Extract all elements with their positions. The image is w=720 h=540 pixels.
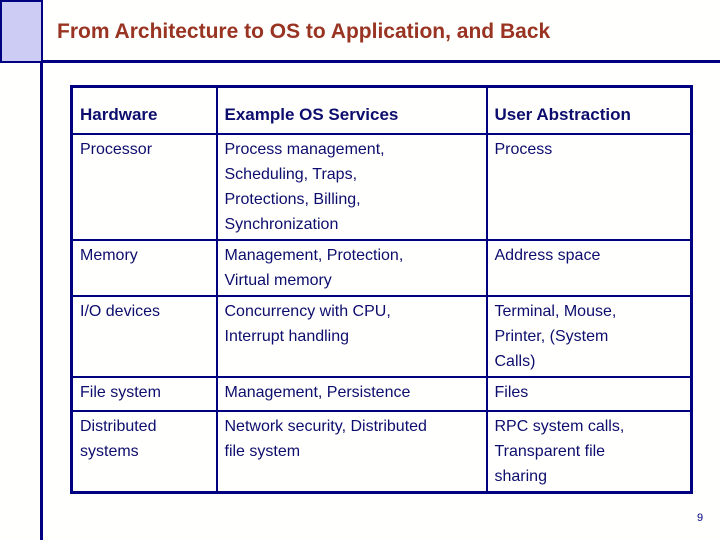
table-row: I/O devices Concurrency with CPU, Interr…: [70, 294, 693, 378]
table-row: Processor Process management, Scheduling…: [70, 132, 693, 241]
table-header-row: Hardware Example OS Services User Abstra…: [70, 85, 693, 135]
table-cell-hardware: Memory: [70, 238, 218, 297]
slide-title: From Architecture to OS to Application, …: [57, 20, 551, 43]
table-cell-os-services: Process management, Scheduling, Traps, P…: [215, 132, 488, 241]
table-cell-hardware: I/O devices: [70, 294, 218, 378]
table-row: Distributed systems Network security, Di…: [70, 409, 693, 493]
table-cell-user-abstraction: Terminal, Mouse, Printer, (System Calls): [485, 294, 693, 378]
table-cell-os-services: Management, Persistence: [215, 375, 488, 412]
table-cell-hardware: File system: [70, 375, 218, 412]
table-cell-os-services: Concurrency with CPU, Interrupt handling: [215, 294, 488, 378]
column-header-hardware: Hardware: [70, 85, 218, 135]
table-row: Memory Management, Protection, Virtual m…: [70, 238, 693, 297]
table-cell-user-abstraction: RPC system calls, Transparent file shari…: [485, 409, 693, 493]
table-cell-user-abstraction: Address space: [485, 238, 693, 297]
page-number: 9: [697, 512, 704, 524]
title-underline-rule: [0, 60, 720, 63]
table-row: File system Management, Persistence File…: [70, 375, 693, 412]
table-cell-user-abstraction: Process: [485, 132, 693, 241]
column-header-user-abstraction: User Abstraction: [485, 85, 693, 135]
table-cell-os-services: Management, Protection, Virtual memory: [215, 238, 488, 297]
left-vertical-rule: [40, 0, 43, 540]
table-cell-os-services: Network security, Distributed file syste…: [215, 409, 488, 493]
table-cell-hardware: Distributed systems: [70, 409, 218, 493]
table-cell-hardware: Processor: [70, 132, 218, 241]
table-cell-user-abstraction: Files: [485, 375, 693, 412]
corner-decoration-square: [0, 0, 43, 63]
os-services-table: Hardware Example OS Services User Abstra…: [70, 85, 693, 494]
column-header-example-os-services: Example OS Services: [215, 85, 488, 135]
